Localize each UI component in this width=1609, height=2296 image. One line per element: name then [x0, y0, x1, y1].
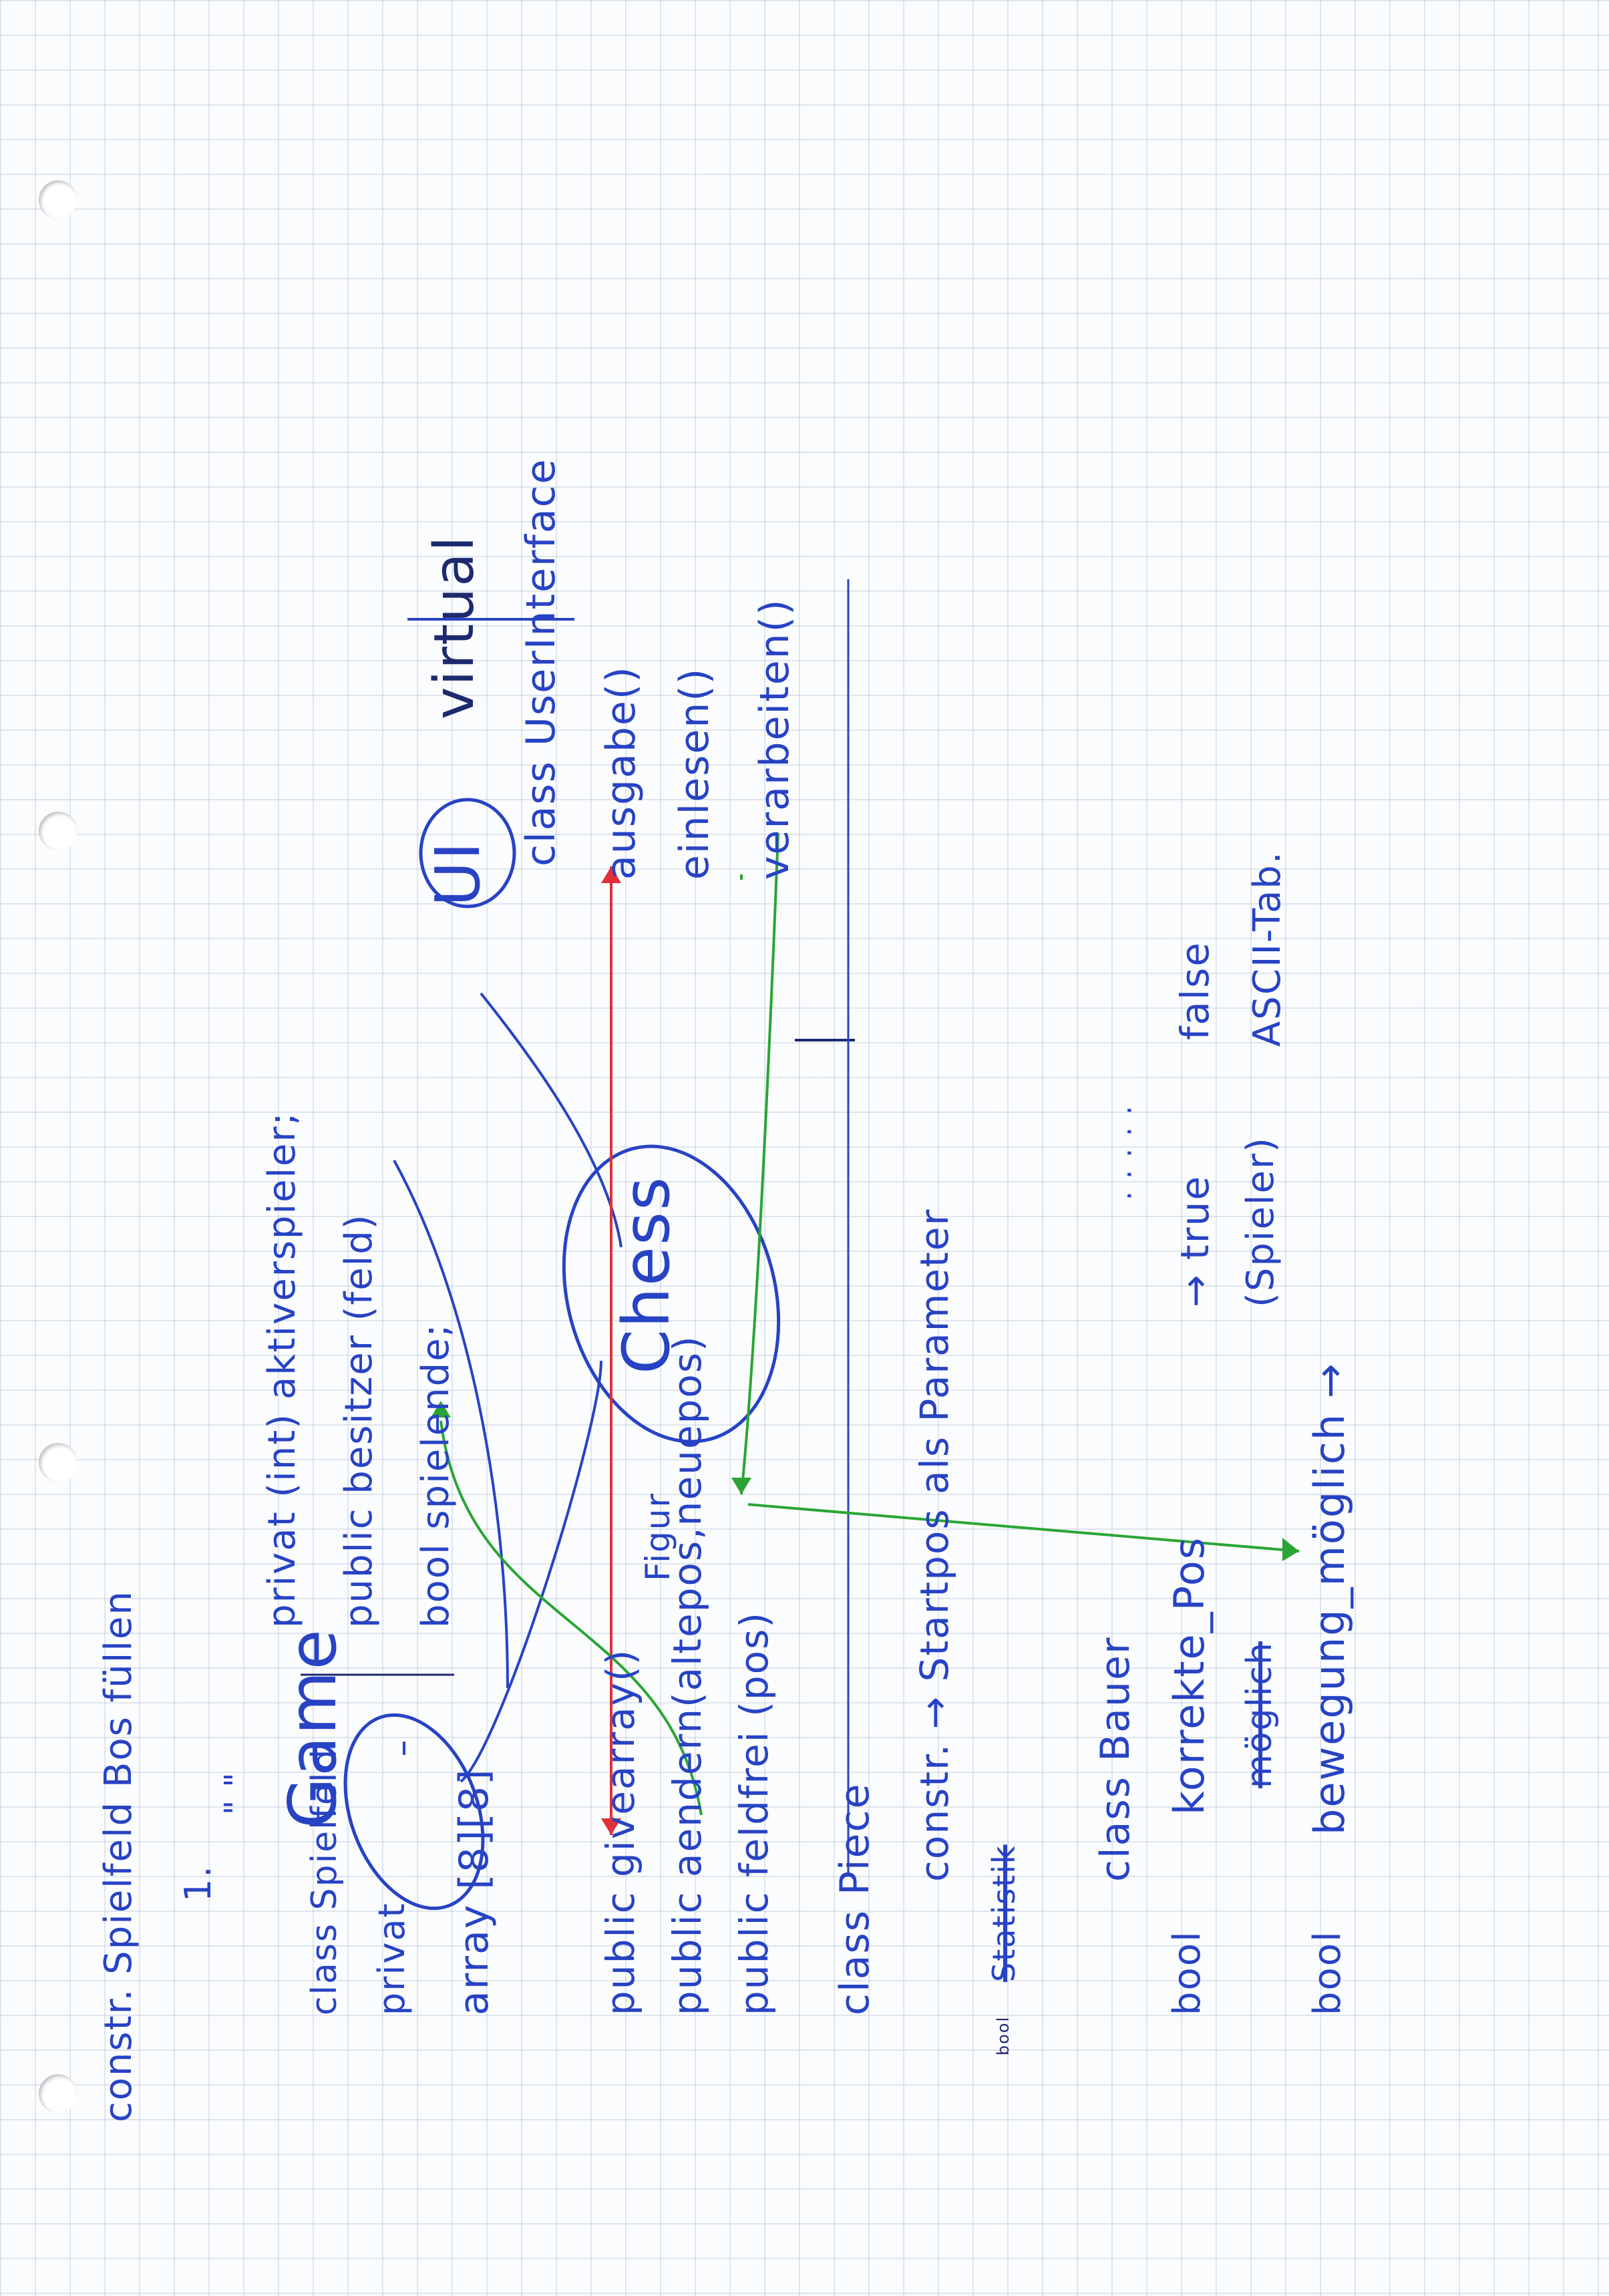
- ascii-label: ASCII-Tab.: [1246, 850, 1289, 1047]
- game-chess-connector: [460, 1360, 602, 1783]
- bewegung-moeglich: bewegung_möglich →: [1305, 1362, 1354, 1835]
- game-node-outline: [343, 1713, 485, 1911]
- array-line: array [8][8]: [451, 1768, 498, 2015]
- punch-hole: [39, 1443, 77, 1482]
- game-member-0: privat (int) aktiverspieler;: [260, 1111, 304, 1628]
- punch-hole: [39, 2074, 77, 2113]
- quote-marks: " ": [218, 1771, 255, 1815]
- public-method-1: public aendern(altepos,neuepos): [665, 1335, 710, 2015]
- top-comment: constr. Spielfeld Bos füllen: [97, 1590, 140, 2122]
- public-method-2: public feldfrei (pos): [731, 1611, 777, 2015]
- ui-method-2: verarbeiten(): [751, 598, 798, 880]
- piece-class-line: class Piece: [832, 1782, 878, 2015]
- ui-node-label: UI: [422, 840, 494, 907]
- section-number: 1.: [177, 1864, 219, 1902]
- green-arrow-bewegung: [747, 1503, 1300, 1552]
- game-member-2: bool spielende;: [414, 1323, 458, 1628]
- crossed-word-moeglich: möglich: [1240, 1641, 1280, 1788]
- punch-hole: [39, 180, 77, 219]
- private-label: privat: [371, 1902, 413, 2015]
- chess-node-outline: [562, 1144, 781, 1444]
- game-member-1: public besitzer (feld): [337, 1213, 381, 1628]
- arrow-false: false: [1172, 941, 1218, 1040]
- punch-hole: [39, 812, 77, 850]
- game-chess-connector: [393, 1160, 509, 1689]
- spieler-label: (Spieler): [1239, 1136, 1282, 1307]
- crossed-word: Statistik: [986, 1844, 1022, 1982]
- piece-constr-line: constr. → Startpos als Parameter: [912, 1208, 957, 1882]
- game-node-label: Game: [275, 1628, 351, 1828]
- green-arrow-piece: [439, 1420, 703, 1816]
- korrekte-pos: korrekte_Pos: [1165, 1536, 1214, 1815]
- ui-node-outline: [419, 798, 516, 909]
- bauer-bool-prefix: bool: [1166, 1930, 1209, 2015]
- virtual-label: virtual: [423, 534, 486, 719]
- green-arrow-verarbeiten: [740, 832, 779, 1495]
- ui-method-1: einlesen(): [671, 667, 718, 880]
- ui-class-line: class UserInterface: [518, 458, 564, 866]
- chess-ui-connector: [480, 992, 622, 1248]
- piece-bool-prefix: bool: [994, 2015, 1013, 2056]
- figur-label: Figur: [639, 1492, 677, 1581]
- arrow-true: → true: [1172, 1174, 1218, 1307]
- bewegung-bool-prefix: bool: [1306, 1930, 1349, 2015]
- ui-method-0: ausgabe(): [598, 665, 645, 880]
- public-method-0: public givearray(): [598, 1648, 643, 2015]
- bauer-class-line: class Bauer: [1092, 1636, 1139, 1882]
- bauer-dots: · · · · ·: [1113, 1104, 1147, 1200]
